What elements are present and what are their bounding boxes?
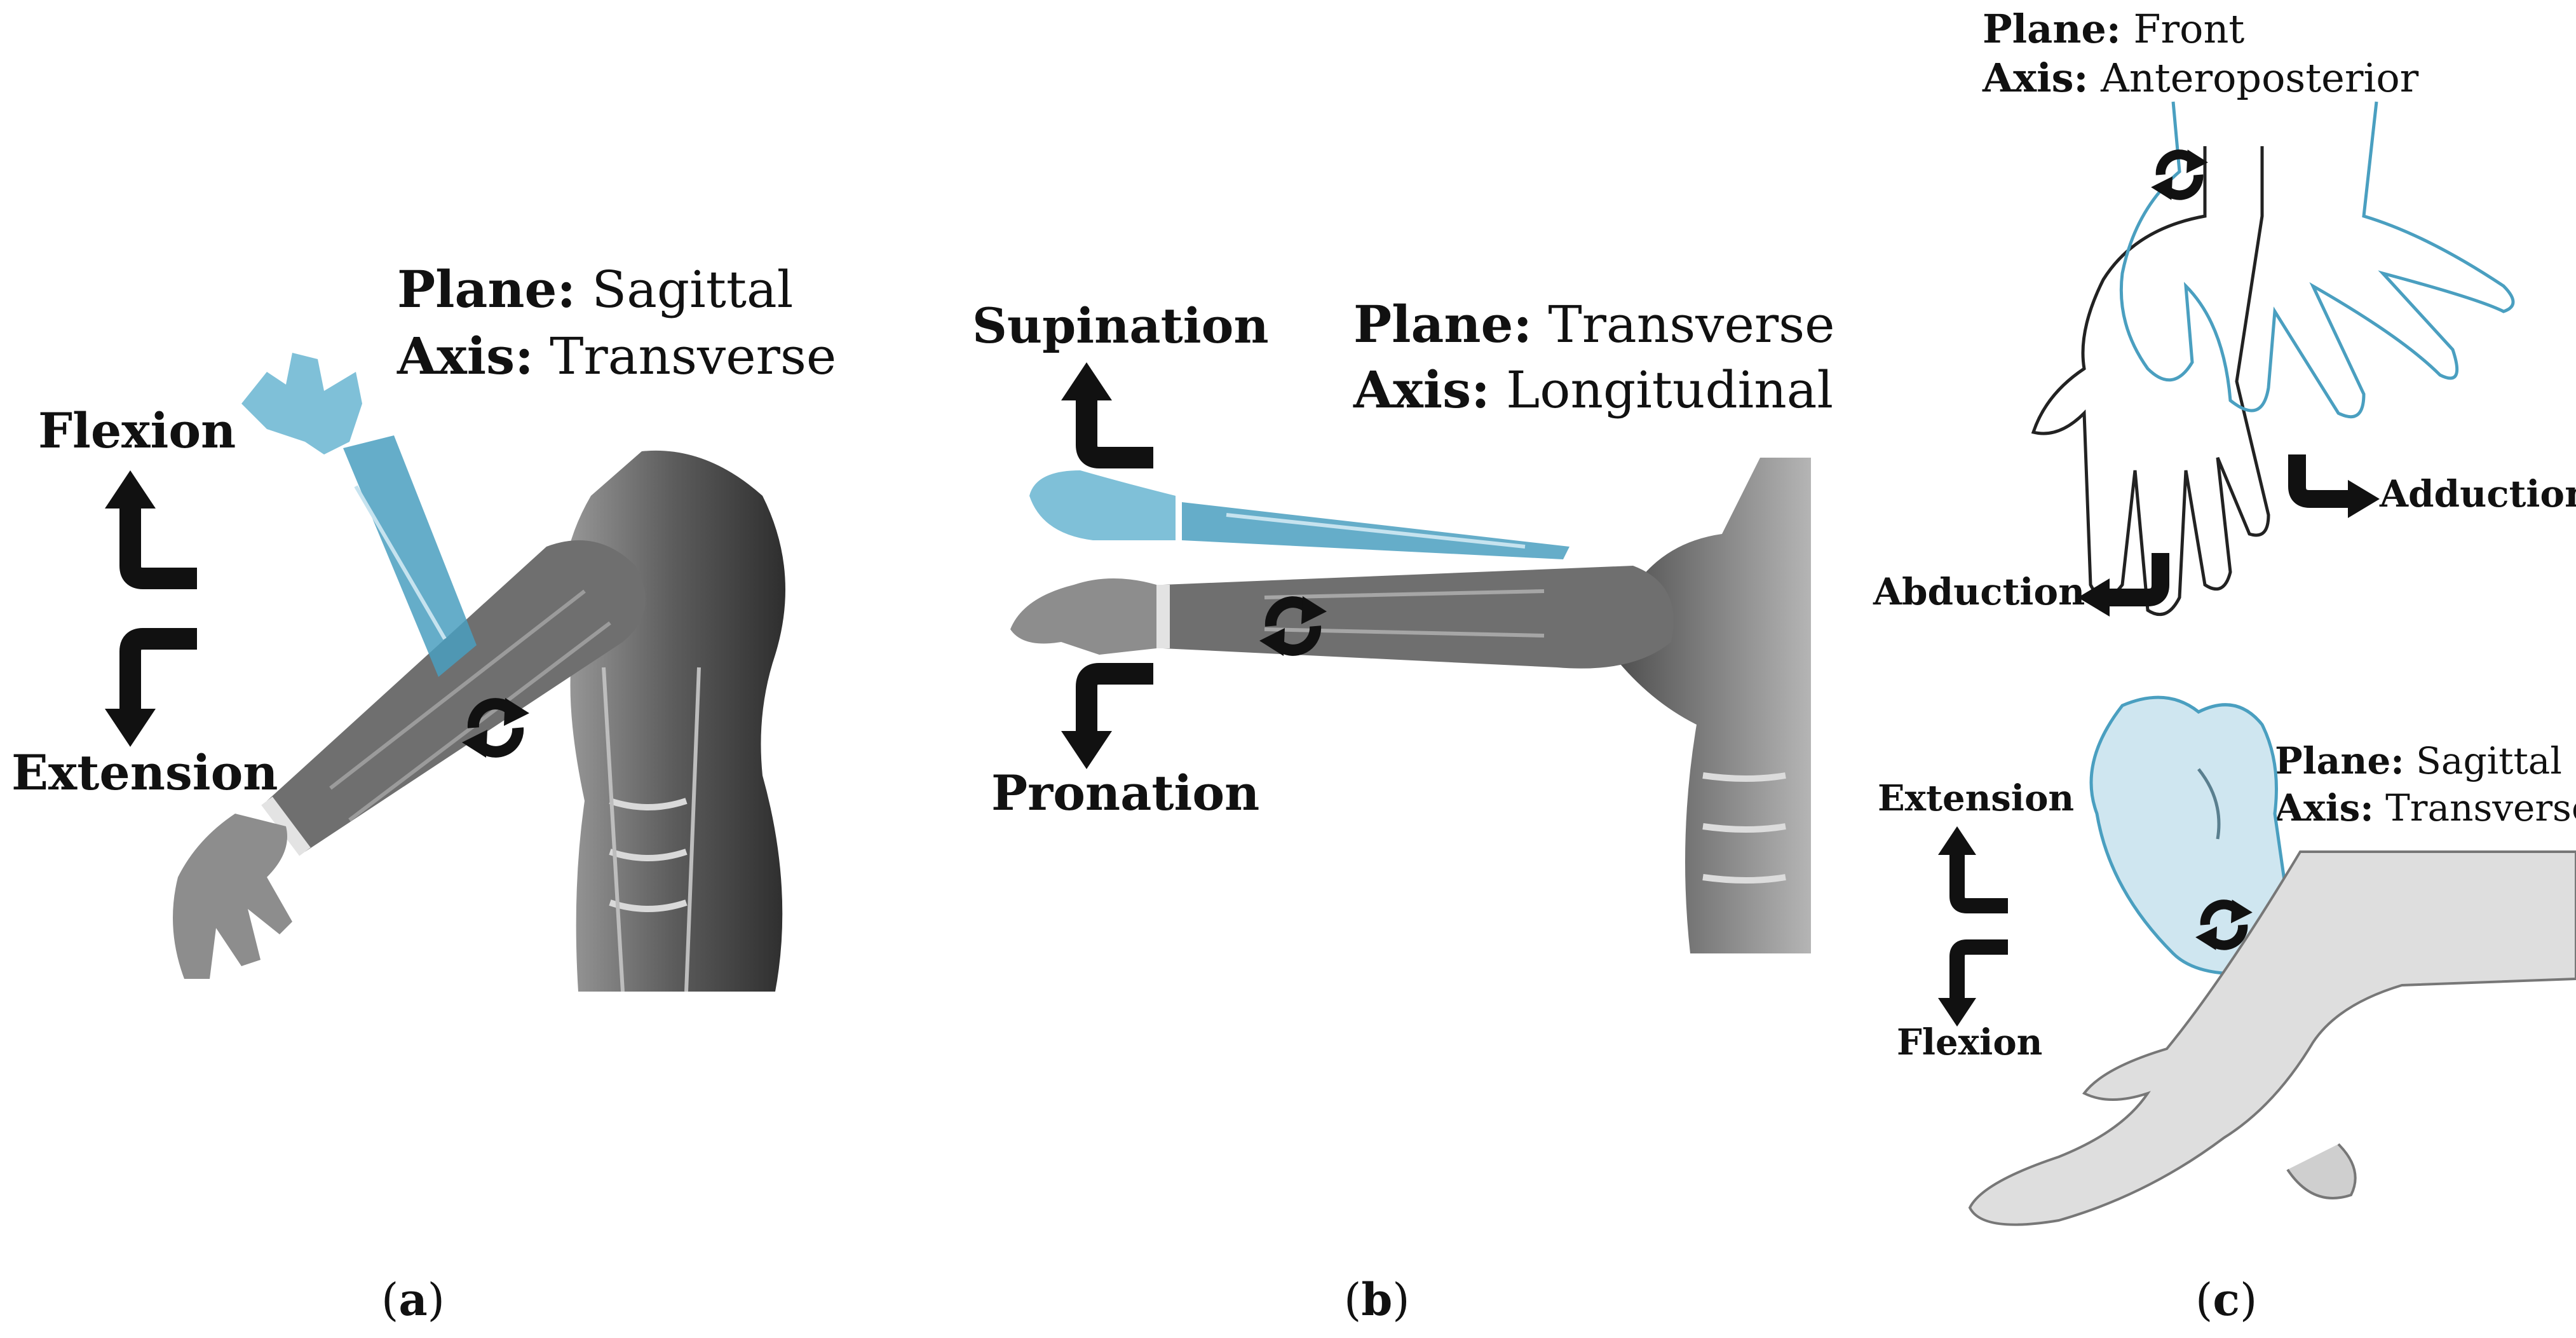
panel-c-top-axis: Axis: Anteroposterior [1983,55,2419,101]
panel-b-axis: Axis: Longitudinal [1353,360,1834,420]
panel-c-adduction-label: Adduction [2380,472,2576,515]
arm-blue-illustration [241,353,477,677]
panel-c-bottom-axis: Axis: Transverse [2275,786,2576,829]
arrow-left-icon [2078,553,2169,617]
panel-b-supination-label: Supination [972,297,1269,354]
rotation-icon [2151,149,2208,200]
arm-gray-illustration [1010,566,1674,669]
hand-outline-illustration [2031,146,2270,617]
arrow-down-icon [1061,663,1153,769]
rotation-icon [1259,596,1327,656]
arrow-up-icon [1938,826,2008,913]
panel-c-flexion-label: Flexion [1897,1021,2043,1063]
rotation-icon [462,698,529,758]
panel-b-caption: (b) [1344,1273,1410,1326]
arm-blue-illustration [1029,470,1569,559]
arrow-up-icon [1061,362,1153,468]
panel-a-axis: Axis: Transverse [397,326,837,386]
panel-c-abduction-label: Abduction [1873,570,2085,613]
panel-b-pronation-label: Pronation [991,765,1260,821]
rotation-icon [2195,899,2253,950]
panel-a-extension-label: Extension [11,744,278,801]
arrow-down-icon [1938,939,2008,1027]
arrow-down-icon [105,628,197,747]
panel-c-caption: (c) [2195,1273,2258,1326]
hand-blue-illustration [2119,101,2515,419]
panel-a-plane: Plane: Sagittal [397,259,794,319]
arrow-up-icon [105,470,197,589]
panel-b: Plane: Transverse Axis: Longitudinal Sup… [921,0,1834,1338]
panel-c-bottom-plane: Plane: Sagittal [2275,739,2562,782]
panel-a-flexion-label: Flexion [38,402,236,459]
panel-a: Plane: Sagittal Axis: Transverse Flexion… [0,0,836,1338]
arrow-right-icon [2288,454,2380,518]
panel-b-plane: Plane: Transverse [1353,294,1835,354]
panel-c-extension-label: Extension [1878,777,2075,819]
arm-gray-illustration [173,540,646,979]
hand-gray-illustration [1968,850,2576,1226]
panel-a-caption: (a) [381,1273,445,1326]
panel-c: Plane: Front Axis: Anteroposterior Adduc… [1843,0,2576,1338]
panel-c-top-plane: Plane: Front [1983,6,2245,52]
